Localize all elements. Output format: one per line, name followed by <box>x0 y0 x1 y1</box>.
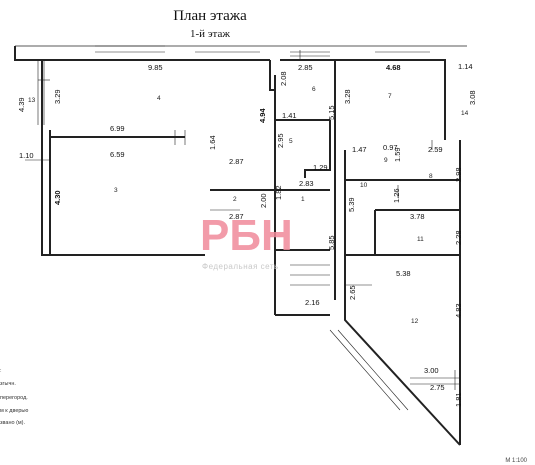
dimension-label: 2.87 <box>229 212 244 221</box>
dimension-label: 2.65 <box>348 285 357 300</box>
dimension-label: 3.28 <box>343 89 352 104</box>
room-number: 10 <box>360 182 368 189</box>
dimension-label: 1.29 <box>313 163 328 172</box>
dimension-label: 1.64 <box>208 135 217 150</box>
dimension-label: 5.38 <box>396 269 411 278</box>
dimension-label: 2.95 <box>276 133 285 148</box>
legend-line: : <box>0 368 2 374</box>
room-number: 12 <box>411 318 419 325</box>
dimension-label: 2.83 <box>299 179 314 188</box>
dimension-label: 1.10 <box>19 151 34 160</box>
room-number: 9 <box>384 157 388 164</box>
room-number: 6 <box>312 86 316 93</box>
dimension-label: 5.15 <box>327 105 336 120</box>
legend-line: звано (м). <box>0 420 26 426</box>
dimension-label: 0.97 <box>383 143 398 152</box>
watermark-text: Федеральная сеть <box>202 262 279 271</box>
room-number: 11 <box>417 236 424 243</box>
dimension-labels: 9.85 2.85 4.68 1.14 4.39 3.29 2.08 3.28 … <box>17 62 477 407</box>
floor-subtitle: 1-й этаж <box>190 28 230 40</box>
dimension-label: 4.39 <box>17 97 26 112</box>
page-title: План этажа <box>173 8 247 24</box>
dimension-label: 3.08 <box>468 90 477 105</box>
room-numbers: 1 2 3 4 5 6 7 8 9 10 11 12 13 14 <box>28 86 469 325</box>
room-number: 8 <box>429 173 433 180</box>
dimension-label: 5.39 <box>347 197 356 212</box>
room-number: 1 <box>301 196 305 203</box>
dimension-label: 1.82 <box>274 185 283 200</box>
dimension-label: 5.85 <box>327 235 336 250</box>
legend-line: перегород. <box>0 395 28 401</box>
dimension-label: 4.83 <box>454 303 463 318</box>
dimension-label: 2.28 <box>454 230 463 245</box>
room-number: 3 <box>114 187 118 194</box>
legend-line: м к дверью <box>0 408 29 414</box>
dimension-label: 6.99 <box>110 124 125 133</box>
dimension-label: 1.81 <box>454 392 463 407</box>
dimension-label: 6.59 <box>110 150 125 159</box>
dimension-label: 2.00 <box>259 193 268 208</box>
dimension-label: 1.41 <box>282 111 297 120</box>
dimension-label: 1.47 <box>352 145 367 154</box>
dimension-label: 4.68 <box>386 63 401 72</box>
dimension-label: 4.30 <box>53 190 62 205</box>
dimension-label: 1.59 <box>393 147 402 162</box>
dimension-label: 2.59 <box>428 145 443 154</box>
watermark-logo: РБН <box>200 211 293 260</box>
dimension-label: 1.26 <box>392 188 401 203</box>
dimension-label: 2.16 <box>305 298 320 307</box>
dimension-label: 9.85 <box>148 63 163 72</box>
room-number: 5 <box>289 138 293 145</box>
dimension-label: 3.29 <box>53 89 62 104</box>
room-number: 2 <box>233 196 237 203</box>
dimension-label: 4.94 <box>258 108 267 123</box>
room-number: 13 <box>28 97 36 104</box>
room-number: 14 <box>461 110 469 117</box>
dimension-label: 2.87 <box>229 157 244 166</box>
room-number: 7 <box>388 93 392 100</box>
dimension-label: 2.75 <box>430 383 445 392</box>
dimension-label: 1.14 <box>458 62 473 71</box>
dimension-label: 2.08 <box>279 71 288 86</box>
dimension-label: 3.78 <box>410 212 425 221</box>
room-number: 4 <box>157 95 161 102</box>
legend-line: згычн. <box>0 381 16 387</box>
dimension-label: 3.00 <box>424 366 439 375</box>
dimension-label: 2.98 <box>454 167 463 182</box>
dimension-label: 2.85 <box>298 63 313 72</box>
scale-label: М 1:100 <box>505 458 527 464</box>
